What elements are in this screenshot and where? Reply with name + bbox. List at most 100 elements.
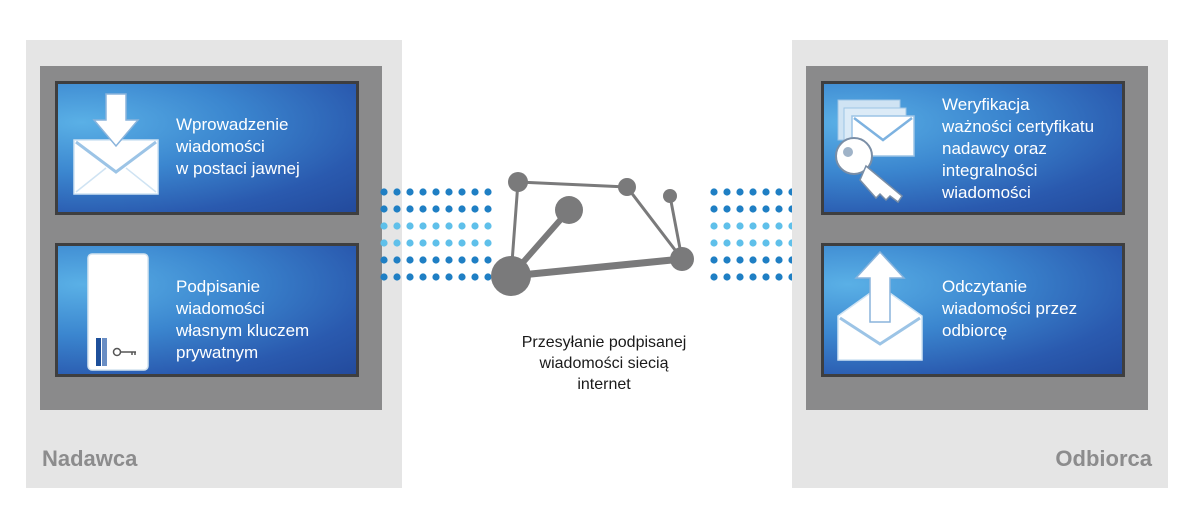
stream-dot [749, 273, 757, 281]
stream-dot [380, 239, 388, 247]
stream-dot [419, 273, 427, 281]
step-read-message: Odczytanie wiadomości przez odbiorcę [821, 243, 1125, 377]
stream-dot [775, 205, 783, 213]
data-stream-left [380, 188, 492, 281]
stream-dot [762, 239, 770, 247]
stream-dot [710, 205, 718, 213]
step-text-line: wiadomości [176, 137, 265, 156]
step-text-line: własnym kluczem [176, 321, 310, 340]
step-sign-message-text: Podpisanie wiadomości własnym kluczem pr… [176, 276, 354, 364]
stream-dot [723, 239, 731, 247]
stream-dot [406, 205, 414, 213]
step-text-line: ważności certyfikatu [942, 117, 1095, 136]
caption-line: internet [577, 376, 631, 393]
stream-dot [406, 188, 414, 196]
stream-dot [432, 205, 440, 213]
stream-dot [432, 256, 440, 264]
stream-dot [723, 188, 731, 196]
transfer-caption: Przesyłanie podpisanej wiadomości siecią… [452, 332, 756, 395]
stream-dot [406, 222, 414, 230]
stream-dot [749, 222, 757, 230]
stream-dot [736, 188, 744, 196]
stream-dot [419, 205, 427, 213]
stream-dot [419, 222, 427, 230]
stream-dot [380, 256, 388, 264]
stream-dot [393, 239, 401, 247]
receiver-panel: Weryfikacja ważności certyfikatu nadawcy… [792, 40, 1168, 488]
stream-dot [775, 188, 783, 196]
stream-dot [471, 222, 479, 230]
stream-dot [723, 222, 731, 230]
stream-dot [432, 222, 440, 230]
network-icon [491, 172, 694, 296]
stream-dot [723, 273, 731, 281]
smart-card-key-icon [87, 253, 149, 371]
stream-dot [393, 205, 401, 213]
stream-dot [471, 188, 479, 196]
stream-dot [710, 273, 718, 281]
stream-dot [406, 256, 414, 264]
stream-dot [749, 256, 757, 264]
stream-dot [775, 222, 783, 230]
stream-dot [393, 222, 401, 230]
step-sign-message: Podpisanie wiadomości własnym kluczem pr… [55, 243, 359, 377]
stream-dot [749, 205, 757, 213]
stream-dot [445, 273, 453, 281]
stream-dot [419, 239, 427, 247]
stream-dot [762, 205, 770, 213]
stream-dot [484, 273, 492, 281]
stream-dot [432, 273, 440, 281]
stream-dot [484, 239, 492, 247]
receiver-label: Odbiorca [1055, 446, 1152, 471]
stream-dot [710, 239, 718, 247]
stream-dot [736, 239, 744, 247]
step-read-message-text: Odczytanie wiadomości przez odbiorcę [942, 276, 1120, 342]
stream-dot [710, 222, 718, 230]
step-text-line: Odczytanie [942, 277, 1028, 296]
stream-dot [762, 273, 770, 281]
stream-dot [736, 256, 744, 264]
stream-dot [775, 239, 783, 247]
stream-dot [736, 222, 744, 230]
step-text-line: wiadomości [942, 183, 1031, 202]
stream-dot [458, 222, 466, 230]
stream-dot [458, 188, 466, 196]
step-text-line: wiadomości przez [942, 299, 1078, 318]
stream-dot [406, 239, 414, 247]
step-text-line: nadawcy oraz [942, 139, 1047, 158]
stream-dot [380, 222, 388, 230]
stream-dot [406, 273, 414, 281]
stream-dot [445, 205, 453, 213]
stream-dot [432, 188, 440, 196]
sender-steps-frame: Wprowadzenie wiadomości w postaci jawnej… [40, 66, 382, 410]
stream-dot [393, 256, 401, 264]
step-text-line: Podpisanie [176, 277, 261, 296]
step-text-line: wiadomości [176, 299, 265, 318]
stream-dot [380, 273, 388, 281]
stream-dot [749, 239, 757, 247]
sender-label: Nadawca [42, 446, 138, 471]
stream-dot [458, 205, 466, 213]
step-text-line: Wprowadzenie [176, 115, 289, 134]
stream-dot [749, 188, 757, 196]
step-text-line: odbiorcę [942, 321, 1008, 340]
caption-line: Przesyłanie podpisanej [521, 334, 687, 351]
stream-dot [775, 273, 783, 281]
data-stream-right [710, 188, 822, 281]
stream-dot [762, 188, 770, 196]
sender-panel: Wprowadzenie wiadomości w postaci jawnej… [26, 40, 402, 488]
stream-dot [710, 188, 718, 196]
stream-dot [445, 222, 453, 230]
stream-dot [484, 205, 492, 213]
receiver-steps-frame: Weryfikacja ważności certyfikatu nadawcy… [806, 66, 1148, 410]
step-verify-certificate-text: Weryfikacja ważności certyfikatu nadawcy… [942, 94, 1120, 204]
stream-dot [458, 256, 466, 264]
step-verify-certificate: Weryfikacja ważności certyfikatu nadawcy… [821, 81, 1125, 215]
stream-dot [723, 256, 731, 264]
step-enter-message-text: Wprowadzenie wiadomości w postaci jawnej [176, 114, 354, 180]
stream-dot [471, 239, 479, 247]
stream-dot [419, 256, 427, 264]
step-text-line: Weryfikacja [942, 95, 1030, 114]
stream-dot [723, 205, 731, 213]
stream-dot [762, 256, 770, 264]
